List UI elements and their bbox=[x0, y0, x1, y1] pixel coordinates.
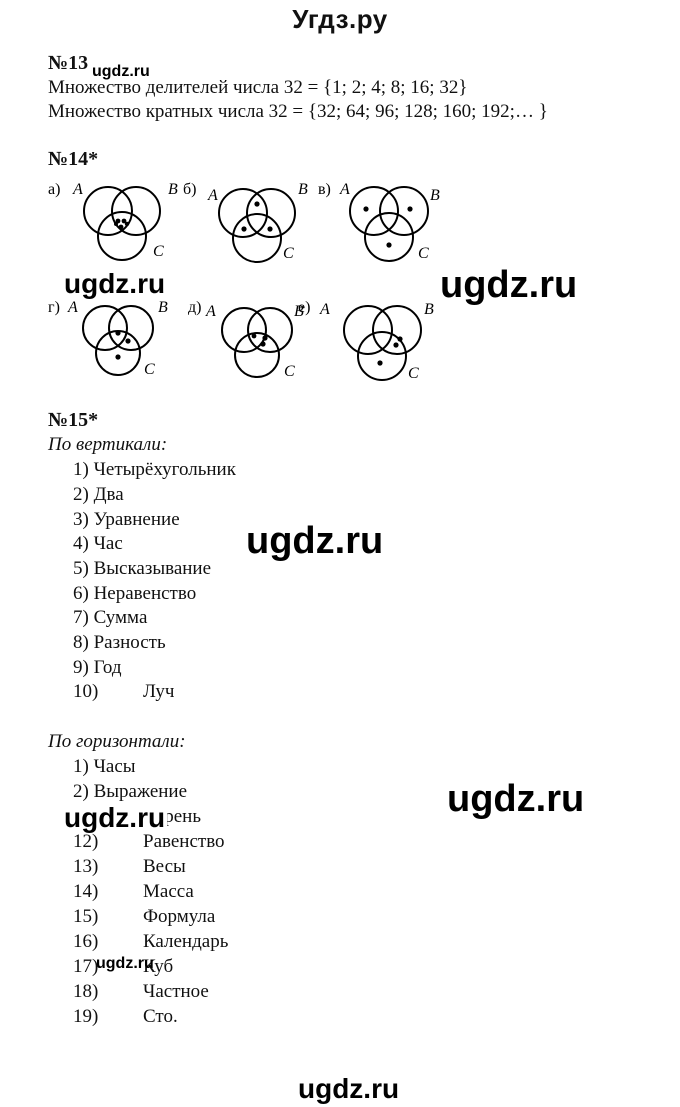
task13-line-multiples: Множество кратных числа 32 = {32; 64; 96… bbox=[48, 101, 548, 122]
svg-text:а): а) bbox=[48, 181, 60, 198]
list-item: 5) Высказывание bbox=[73, 558, 212, 579]
svg-text:A: A bbox=[207, 187, 218, 204]
svg-text:B: B bbox=[158, 299, 168, 316]
task13-line-divisors: Множество делителей числа 32 = {1; 2; 4;… bbox=[48, 77, 468, 98]
list-item: 1) Часы bbox=[73, 756, 136, 777]
list-item: 14)Масса bbox=[73, 881, 194, 902]
vertical-label: По вертикали: bbox=[48, 434, 168, 455]
list-item: 15)Формула bbox=[73, 906, 216, 927]
venn-diagram-f: е) A B C bbox=[298, 298, 448, 398]
svg-text:B: B bbox=[430, 187, 440, 204]
venn-diagram-b: б) A B C bbox=[183, 178, 323, 273]
list-item: 10)Луч bbox=[73, 681, 175, 702]
venn-diagram-c: в) A B C bbox=[318, 178, 458, 273]
watermark: ugdz.ru bbox=[246, 520, 384, 562]
venn-diagram-icon: а) A B C bbox=[48, 181, 178, 261]
venn-diagram-a: а) A B C bbox=[48, 178, 188, 273]
venn-diagram-e: д) A B C bbox=[188, 298, 328, 393]
task15-heading: №15* bbox=[48, 409, 99, 431]
watermark: ugdz.ru bbox=[96, 955, 154, 972]
svg-text:A: A bbox=[67, 299, 78, 316]
svg-text:B: B bbox=[298, 181, 308, 198]
list-item: 13)Весы bbox=[73, 856, 186, 877]
task13-heading: №13 bbox=[48, 52, 89, 74]
list-item: 12)Равенство bbox=[73, 831, 225, 852]
svg-text:A: A bbox=[319, 301, 330, 318]
list-item: 4) Час bbox=[73, 533, 123, 554]
svg-text:в): в) bbox=[318, 181, 331, 198]
list-item: 18)Частное bbox=[73, 981, 209, 1002]
svg-text:A: A bbox=[72, 181, 83, 198]
svg-text:B: B bbox=[294, 303, 304, 320]
list-item: 9) Год bbox=[73, 657, 122, 678]
horizontal-label: По горизонтали: bbox=[48, 731, 186, 752]
svg-text:е): е) bbox=[298, 299, 310, 316]
list-item: 19)Сто. bbox=[73, 1006, 178, 1027]
venn-diagram-icon: г) A B C bbox=[48, 299, 168, 378]
venn-diagram-d: г) A B C bbox=[48, 298, 188, 393]
svg-text:C: C bbox=[284, 363, 295, 380]
watermark: ugdz.ru bbox=[440, 264, 578, 306]
watermark: ugdz.ru bbox=[92, 63, 150, 80]
svg-text:д): д) bbox=[188, 299, 201, 316]
svg-text:A: A bbox=[205, 303, 216, 320]
svg-text:C: C bbox=[153, 243, 164, 260]
watermark: ugdz.ru bbox=[64, 802, 168, 833]
watermark: ugdz.ru bbox=[64, 268, 166, 299]
svg-text:г): г) bbox=[48, 299, 60, 316]
svg-text:C: C bbox=[144, 361, 155, 378]
svg-text:B: B bbox=[168, 181, 178, 198]
svg-text:б): б) bbox=[183, 181, 196, 198]
svg-text:C: C bbox=[408, 365, 419, 382]
task14-heading: №14* bbox=[48, 148, 99, 170]
list-item: 16)Календарь bbox=[73, 931, 229, 952]
svg-text:A: A bbox=[339, 181, 350, 198]
watermark-footer: ugdz.ru bbox=[298, 1073, 400, 1104]
list-item: 17)Куб bbox=[73, 956, 174, 977]
venn-diagram-icon: б) A B C bbox=[183, 181, 308, 263]
list-item: 2) Выражение bbox=[73, 781, 188, 802]
venn-diagram-icon: в) A B C bbox=[318, 181, 440, 262]
venn-diagram-icon: е) A B C bbox=[298, 299, 434, 382]
svg-text:C: C bbox=[283, 245, 294, 262]
venn-diagram-icon: д) A B C bbox=[188, 299, 304, 380]
list-item: 1) Четырёхугольник bbox=[73, 459, 236, 480]
svg-text:B: B bbox=[424, 301, 434, 318]
watermark: ugdz.ru bbox=[447, 778, 585, 820]
list-item: 8) Разность bbox=[73, 632, 166, 653]
list-item: 6) Неравенство bbox=[73, 583, 197, 604]
list-item: 7) Сумма bbox=[73, 607, 148, 628]
list-item: 2) Два bbox=[73, 484, 124, 505]
svg-text:C: C bbox=[418, 245, 429, 262]
list-item: 3) Уравнение bbox=[73, 509, 180, 530]
site-title: Угдз.ру bbox=[292, 4, 388, 34]
